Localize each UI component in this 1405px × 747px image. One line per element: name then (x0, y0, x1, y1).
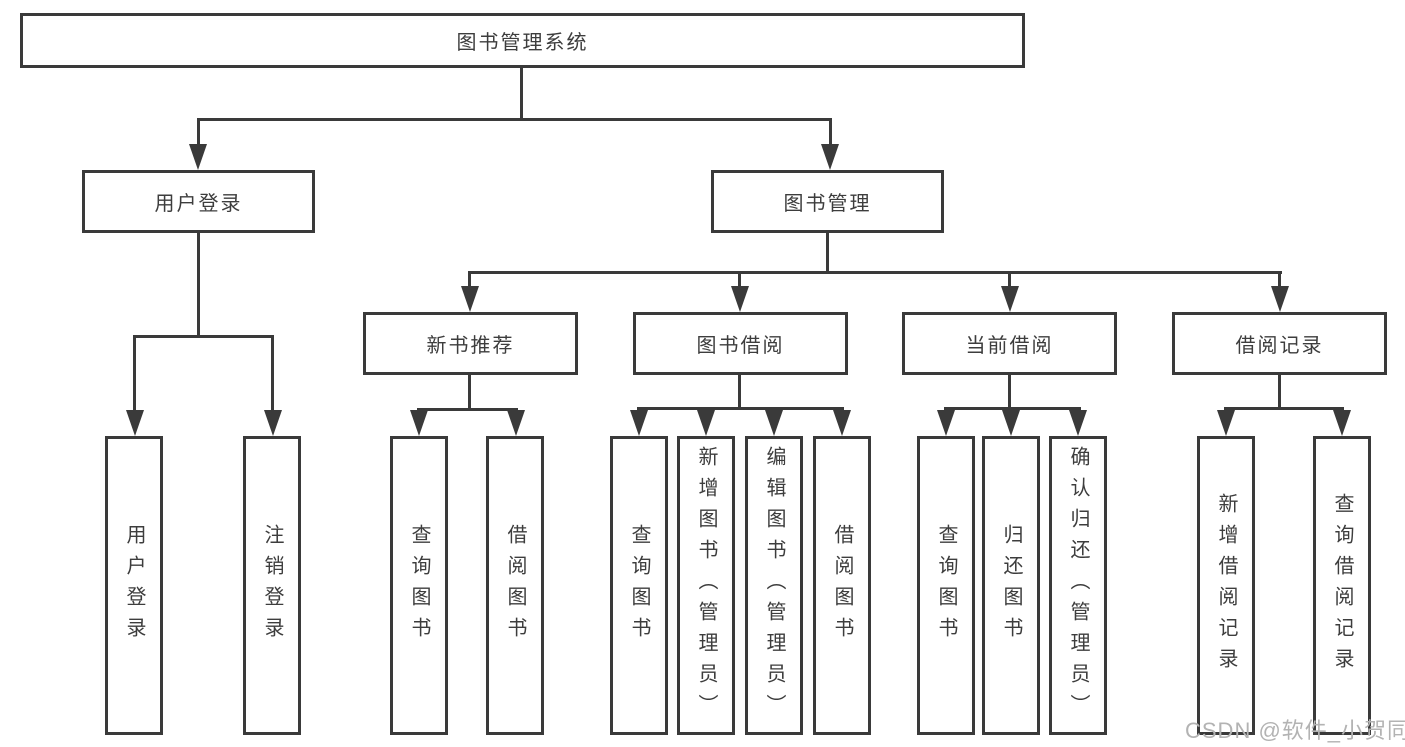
leaf-add-books-admin: 新增图书（管理员） (677, 436, 735, 735)
node-book-management: 图书管理 (711, 170, 944, 233)
leaf-borrow-books-1: 借阅图书 (486, 436, 544, 735)
connector-vline (1278, 271, 1281, 289)
arrow-down (1333, 410, 1351, 436)
connector-vline (1278, 375, 1281, 409)
connector-hline (417, 408, 518, 411)
connector-vline (1008, 375, 1011, 409)
arrow-down (697, 410, 715, 436)
arrow-down (461, 286, 479, 312)
leaf-query-books-1: 查询图书 (390, 436, 448, 735)
arrow-down (731, 286, 749, 312)
connector-vline (826, 233, 829, 274)
connector-vline (738, 271, 741, 289)
arrow-down (1217, 410, 1235, 436)
arrow-down (937, 410, 955, 436)
arrow-down (126, 410, 144, 436)
arrow-down (410, 410, 428, 436)
leaf-query-borrow-record: 查询借阅记录 (1313, 436, 1371, 735)
arrow-down (1001, 286, 1019, 312)
leaf-return-books: 归还图书 (982, 436, 1040, 735)
connector-vline (468, 375, 471, 410)
leaf-query-books-3: 查询图书 (917, 436, 975, 735)
leaf-logout: 注销登录 (243, 436, 301, 735)
arrow-down (1069, 410, 1087, 436)
leaf-add-borrow-record: 新增借阅记录 (1197, 436, 1255, 735)
connector-vline (197, 118, 200, 148)
leaf-query-books-2: 查询图书 (610, 436, 668, 735)
node-user-login: 用户登录 (82, 170, 315, 233)
arrow-down (189, 144, 207, 170)
arrow-down (507, 410, 525, 436)
connector-vline (271, 335, 274, 412)
leaf-confirm-return-admin: 确认归还（管理员） (1049, 436, 1107, 735)
arrow-down (630, 410, 648, 436)
node-current-borrowing: 当前借阅 (902, 312, 1117, 375)
arrow-down (1002, 410, 1020, 436)
node-new-book-recommend: 新书推荐 (363, 312, 578, 375)
connector-hline (133, 335, 274, 338)
arrow-down (765, 410, 783, 436)
connector-hline (637, 407, 844, 410)
leaf-edit-books-admin: 编辑图书（管理员） (745, 436, 803, 735)
connector-hline (1224, 407, 1344, 410)
connector-vline (1008, 271, 1011, 289)
connector-vline (520, 66, 523, 120)
node-library-management-system: 图书管理系统 (20, 13, 1025, 68)
connector-vline (738, 375, 741, 409)
leaf-borrow-books-2: 借阅图书 (813, 436, 871, 735)
arrow-down (264, 410, 282, 436)
arrow-down (833, 410, 851, 436)
connector-vline (468, 271, 471, 289)
connector-hline (197, 118, 832, 121)
connector-vline (197, 231, 200, 337)
node-book-borrowing: 图书借阅 (633, 312, 848, 375)
leaf-user-login: 用户登录 (105, 436, 163, 735)
node-borrowing-records: 借阅记录 (1172, 312, 1387, 375)
csdn-watermark: CSDN @软件_小贺同学 (1185, 718, 1405, 743)
connector-vline (829, 118, 832, 148)
connector-vline (133, 335, 136, 412)
connector-hline (468, 271, 1282, 274)
connector-hline (944, 407, 1081, 410)
arrow-down (821, 144, 839, 170)
arrow-down (1271, 286, 1289, 312)
